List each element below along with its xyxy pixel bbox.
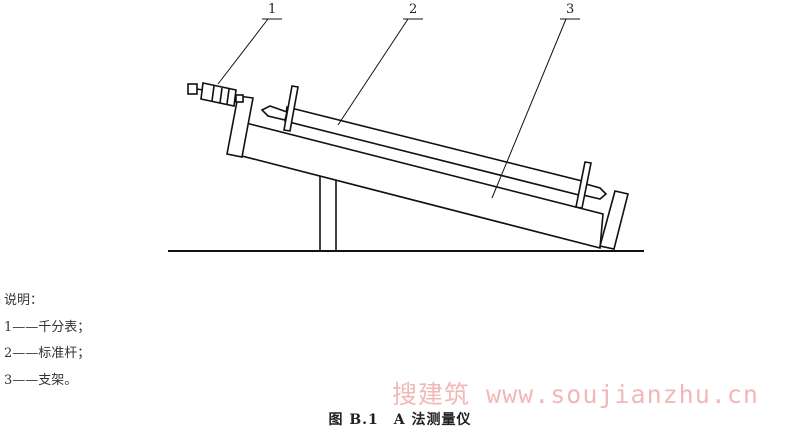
figure-caption: 图 B.1 A 法测量仪 <box>328 412 472 428</box>
watermark: 搜建筑 www.soujianzhu.cn <box>392 380 759 409</box>
callout-3: 3 <box>566 2 575 17</box>
legend: 说明： 1——千分表； 2——标准杆； 3——支架。 <box>4 288 90 394</box>
stand-leg <box>319 176 337 252</box>
micrometer <box>187 82 244 107</box>
legend-item: 2——标准杆； <box>4 346 91 361</box>
callout-leaders <box>217 18 580 199</box>
legend-title: 说明： <box>4 293 44 308</box>
bracket-frame <box>226 95 629 250</box>
legend-item: 1——千分表； <box>4 319 91 335</box>
legend-item: 3——支架。 <box>4 372 78 388</box>
callout-2: 2 <box>409 2 418 17</box>
callout-1: 1 <box>268 2 277 17</box>
standard-rod <box>260 85 608 209</box>
